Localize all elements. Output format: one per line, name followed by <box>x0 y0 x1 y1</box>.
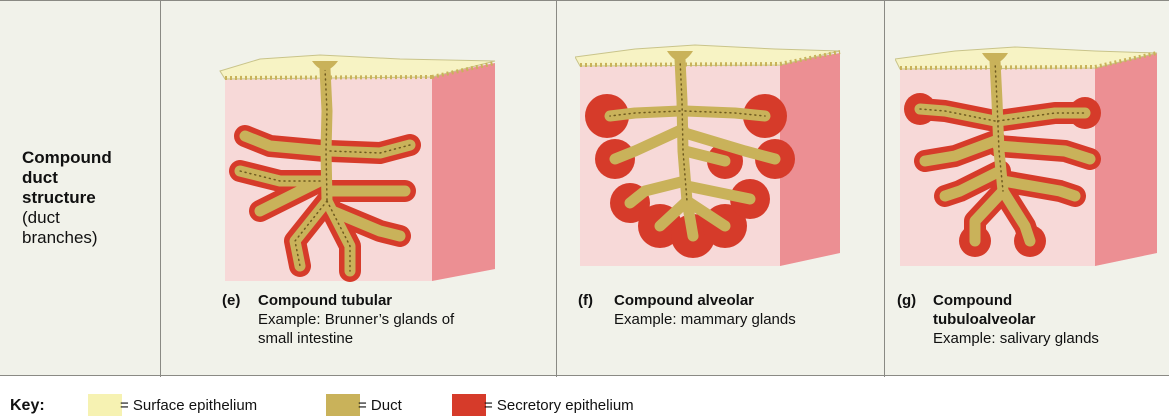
gland-example: Example: salivary glands <box>933 329 1165 348</box>
key-legend: Key: = Surface epithelium = Duct = Secre… <box>0 385 1169 419</box>
panel-letter: (g) <box>897 291 916 310</box>
surface-epithelium-swatch <box>88 394 122 416</box>
key-label: = Secretory epithelium <box>484 397 634 414</box>
gland-type-name: Compound <box>933 291 1165 310</box>
row-title-line: branches) <box>22 228 157 248</box>
row-title-line: (duct <box>22 208 157 228</box>
column-divider <box>160 1 161 377</box>
gland-example: Example: mammary glands <box>614 310 878 329</box>
key-label: = Duct <box>358 397 402 414</box>
compound-tubuloalveolar-illustration <box>895 41 1169 286</box>
caption-compound-alveolar: (f) Compound alveolar Example: mammary g… <box>578 291 878 329</box>
column-divider <box>884 1 885 377</box>
key-title: Key: <box>10 397 45 415</box>
row-title-line: duct <box>22 168 157 188</box>
key-label: = Surface epithelium <box>120 397 257 414</box>
gland-example: small intestine <box>258 329 542 348</box>
row-title: Compound duct structure (duct branches) <box>22 148 157 248</box>
secretory-epithelium-swatch <box>452 394 486 416</box>
tissue-block-side <box>1095 53 1157 266</box>
tissue-block-side <box>432 63 495 281</box>
row-title-line: structure <box>22 188 157 208</box>
gland-type-name: Compound tubular <box>258 291 542 310</box>
panel-letter: (e) <box>222 291 240 310</box>
gland-type-name: tubuloalveolar <box>933 310 1165 329</box>
gland-example: Example: Brunner’s glands of <box>258 310 542 329</box>
column-divider <box>556 1 557 377</box>
duct-swatch <box>326 394 360 416</box>
row-title-line: Compound <box>22 148 157 168</box>
compound-alveolar-illustration <box>575 41 865 286</box>
panel-letter: (f) <box>578 291 593 310</box>
caption-compound-tubular: (e) Compound tubular Example: Brunner’s … <box>222 291 542 348</box>
compound-tubular-illustration <box>200 41 510 286</box>
gland-type-name: Compound alveolar <box>614 291 878 310</box>
gland-diagram-panel: Compound duct structure (duct branches) <box>0 0 1169 376</box>
caption-compound-tubuloalveolar: (g) Compound tubuloalveolar Example: sal… <box>897 291 1165 348</box>
